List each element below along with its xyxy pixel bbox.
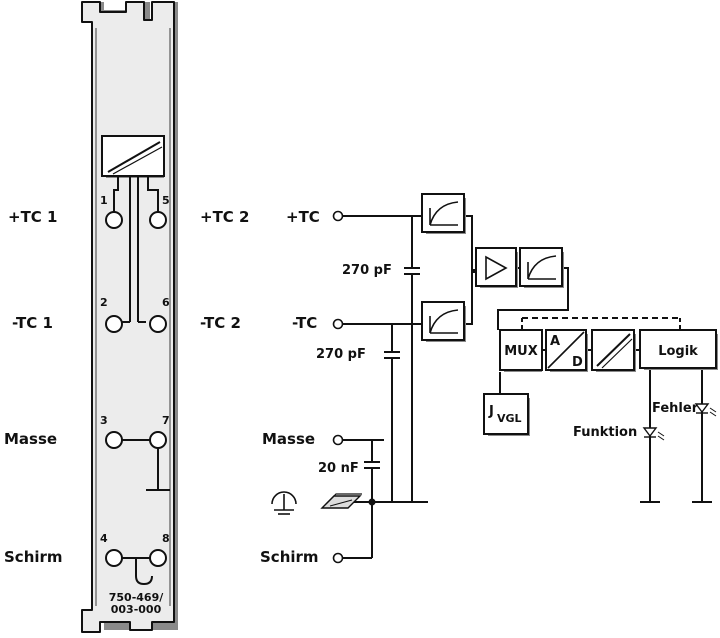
module-isolation-block: [101, 135, 165, 178]
adc-block: A D: [545, 329, 588, 372]
label-tc1-plus: +TC 1: [8, 208, 57, 226]
terminal-5: [149, 211, 167, 229]
pin-4: 4: [100, 532, 108, 545]
label-schirm: Schirm: [4, 548, 63, 566]
label-sch-masse: Masse: [262, 430, 315, 448]
cold-junction-block: J VGL: [483, 393, 530, 436]
din-rail-icon: [320, 493, 362, 509]
pin-3: 3: [100, 414, 108, 427]
lowpass-filter-icon: [527, 255, 557, 280]
schematic-terminals: [332, 210, 344, 564]
label-tc2-minus: -TC 2: [200, 314, 241, 332]
pin-5: 5: [162, 194, 170, 207]
label-ad-a: A: [550, 334, 560, 349]
ground-icon: [271, 491, 297, 515]
pin-1: 1: [100, 194, 108, 207]
amplifier-triangle-icon: [485, 255, 508, 281]
input-filter-minus: [421, 301, 466, 342]
part-number-line2: 003-000: [111, 603, 162, 616]
schematic-labels: +TC -TC Masse Schirm 270 pF 270 pF 20 nF: [260, 208, 392, 566]
led-funktion: Funktion: [573, 425, 665, 441]
label-vgl-j: J: [488, 404, 494, 419]
label-masse: Masse: [4, 430, 57, 448]
terminal-6: [149, 315, 167, 333]
terminal-1: [105, 211, 123, 229]
terminal-8: [149, 549, 167, 567]
pin-6: 6: [162, 296, 170, 309]
label-tc-minus: -TC: [292, 314, 317, 332]
output-filter: [519, 247, 564, 288]
label-tc-plus: +TC: [286, 208, 320, 226]
terminal-3: [105, 431, 123, 449]
terminal-7: [149, 431, 167, 449]
isolation-block: [591, 329, 636, 372]
pin-8: 8: [162, 532, 170, 545]
pin-numbers: 1 5 2 6 3 7 4 8: [100, 194, 170, 545]
module-wiring: [113, 176, 170, 586]
isolation-slash-icon: [596, 333, 631, 367]
label-cap1: 270 pF: [342, 263, 392, 278]
amplifier-block: [475, 247, 518, 288]
led-icon: [694, 403, 710, 414]
label-sch-schirm: Schirm: [260, 548, 319, 566]
label-cap2: 270 pF: [316, 347, 366, 362]
label-ad-d: D: [572, 355, 583, 370]
module-labels: +TC 1 +TC 2 -TC 1 -TC 2 Masse Schirm: [4, 208, 249, 566]
part-number-line1: 750-469/: [109, 591, 164, 604]
isolation-slash-icon: [107, 141, 161, 173]
lowpass-filter-icon: [429, 309, 459, 334]
module-terminals: [105, 211, 167, 567]
terminal-4: [105, 549, 123, 567]
label-fehler: Fehler: [652, 401, 699, 416]
label-logik: Logik: [658, 344, 698, 359]
input-filter-plus: [421, 193, 466, 234]
label-mux: MUX: [504, 344, 538, 359]
label-tc1-minus: -TC 1: [12, 314, 53, 332]
label-funktion: Funktion: [573, 425, 637, 440]
mux-block: MUX: [499, 329, 543, 372]
label-tc2-plus: +TC 2: [200, 208, 249, 226]
label-vgl-sub: VGL: [497, 412, 522, 425]
logik-block: Logik: [639, 329, 718, 370]
led-fehler: Fehler: [652, 401, 717, 417]
led-icon: [642, 427, 658, 438]
pin-7: 7: [162, 414, 170, 427]
lowpass-filter-icon: [429, 201, 459, 226]
pin-2: 2: [100, 296, 108, 309]
label-cap3: 20 nF: [318, 461, 359, 476]
terminal-2: [105, 315, 123, 333]
